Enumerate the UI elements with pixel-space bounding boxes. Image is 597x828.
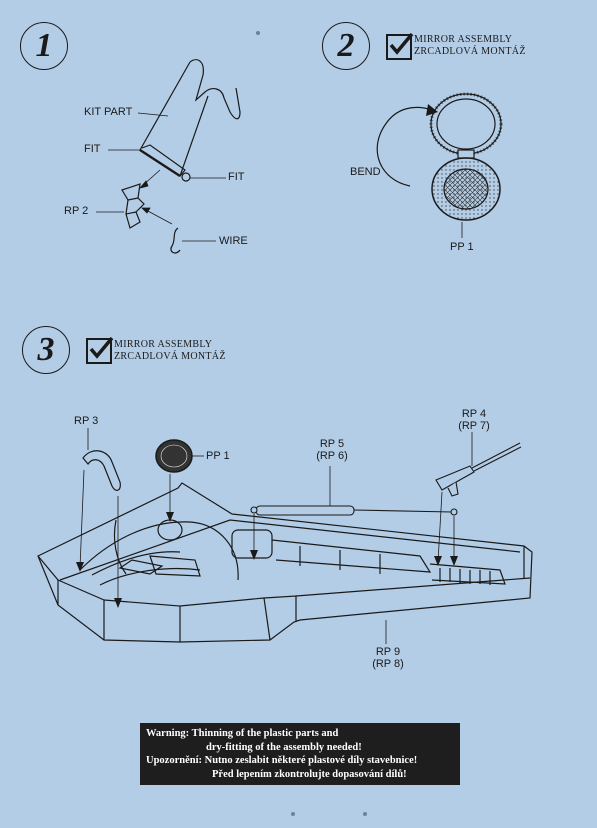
- label-rp3: RP 3: [74, 415, 99, 427]
- label-kit-part: KIT PART: [84, 106, 133, 118]
- step-number-3: 3: [22, 326, 70, 374]
- warning-line-1: Warning: Thinning of the plastic parts a…: [146, 728, 339, 739]
- label-rp5: RP 5: [319, 438, 345, 450]
- rp4-part: [435, 442, 522, 497]
- step2-note: MIRROR ASSEMBLY ZRCADLOVÁ MONTÁŽ: [414, 34, 526, 58]
- bend-arrowhead: [426, 104, 438, 116]
- rp3-part: [82, 450, 121, 491]
- step3-cockpit-drawing: [37, 482, 533, 643]
- label-rp4: RP 4: [461, 408, 487, 420]
- punch-hole: [291, 812, 295, 816]
- label-rp4-group: RP 4 (RP 7): [452, 408, 496, 432]
- step2-note-en: MIRROR ASSEMBLY: [414, 34, 513, 45]
- label-bend: BEND: [350, 166, 381, 178]
- label-rp5-group: RP 5 (RP 6): [312, 438, 352, 462]
- step-number-1: 1: [20, 22, 68, 70]
- label-pp1-step3: PP 1: [206, 450, 230, 462]
- step-number-1-text: 1: [35, 27, 53, 64]
- punch-hole: [256, 31, 260, 35]
- warning-line-2: dry-fitting of the assembly needed!: [206, 741, 362, 753]
- checkbox-icon-step2: [386, 32, 414, 60]
- label-fit-right: FIT: [228, 171, 245, 183]
- step2-note-cz: ZRCADLOVÁ MONTÁŽ: [414, 46, 526, 57]
- checkbox-icon-step3: [86, 336, 114, 364]
- step1-kit-part-drawing: [121, 59, 241, 254]
- pp1-part-step3: [155, 439, 193, 473]
- label-pp1-step2: PP 1: [450, 241, 474, 253]
- label-rp6: (RP 6): [316, 450, 348, 462]
- checkmark-icon: [389, 32, 414, 55]
- step3-arrowheads: [76, 512, 458, 608]
- warning-line-3: Upozornění: Nutno zeslabit některé plast…: [146, 755, 418, 766]
- label-wire: WIRE: [219, 235, 248, 247]
- step-number-3-text: 3: [37, 331, 55, 368]
- warning-line-4: Před lepením zkontrolujte dopasování díl…: [212, 768, 407, 780]
- label-rp9: RP 9: [375, 646, 401, 658]
- step3-note-cz: ZRCADLOVÁ MONTÁŽ: [114, 351, 226, 362]
- warning-box: Warning: Thinning of the plastic parts a…: [140, 723, 460, 785]
- label-rp9-group: RP 9 (RP 8): [366, 646, 410, 670]
- rp5-part: [250, 505, 458, 516]
- step-number-2-text: 2: [337, 27, 355, 64]
- label-rp7: (RP 7): [458, 420, 490, 432]
- step3-note-en: MIRROR ASSEMBLY: [114, 339, 213, 350]
- step1-leader-lines: [96, 112, 226, 242]
- step2-mirror-drawing: [376, 92, 503, 221]
- punch-hole: [363, 812, 367, 816]
- label-rp2: RP 2: [64, 205, 89, 217]
- label-fit-left: FIT: [84, 143, 101, 155]
- step-number-2: 2: [322, 22, 370, 70]
- checkmark-icon: [89, 336, 114, 359]
- step3-leader-lines: [79, 428, 473, 644]
- label-rp8: (RP 8): [372, 658, 404, 670]
- step3-note: MIRROR ASSEMBLY ZRCADLOVÁ MONTÁŽ: [114, 339, 226, 363]
